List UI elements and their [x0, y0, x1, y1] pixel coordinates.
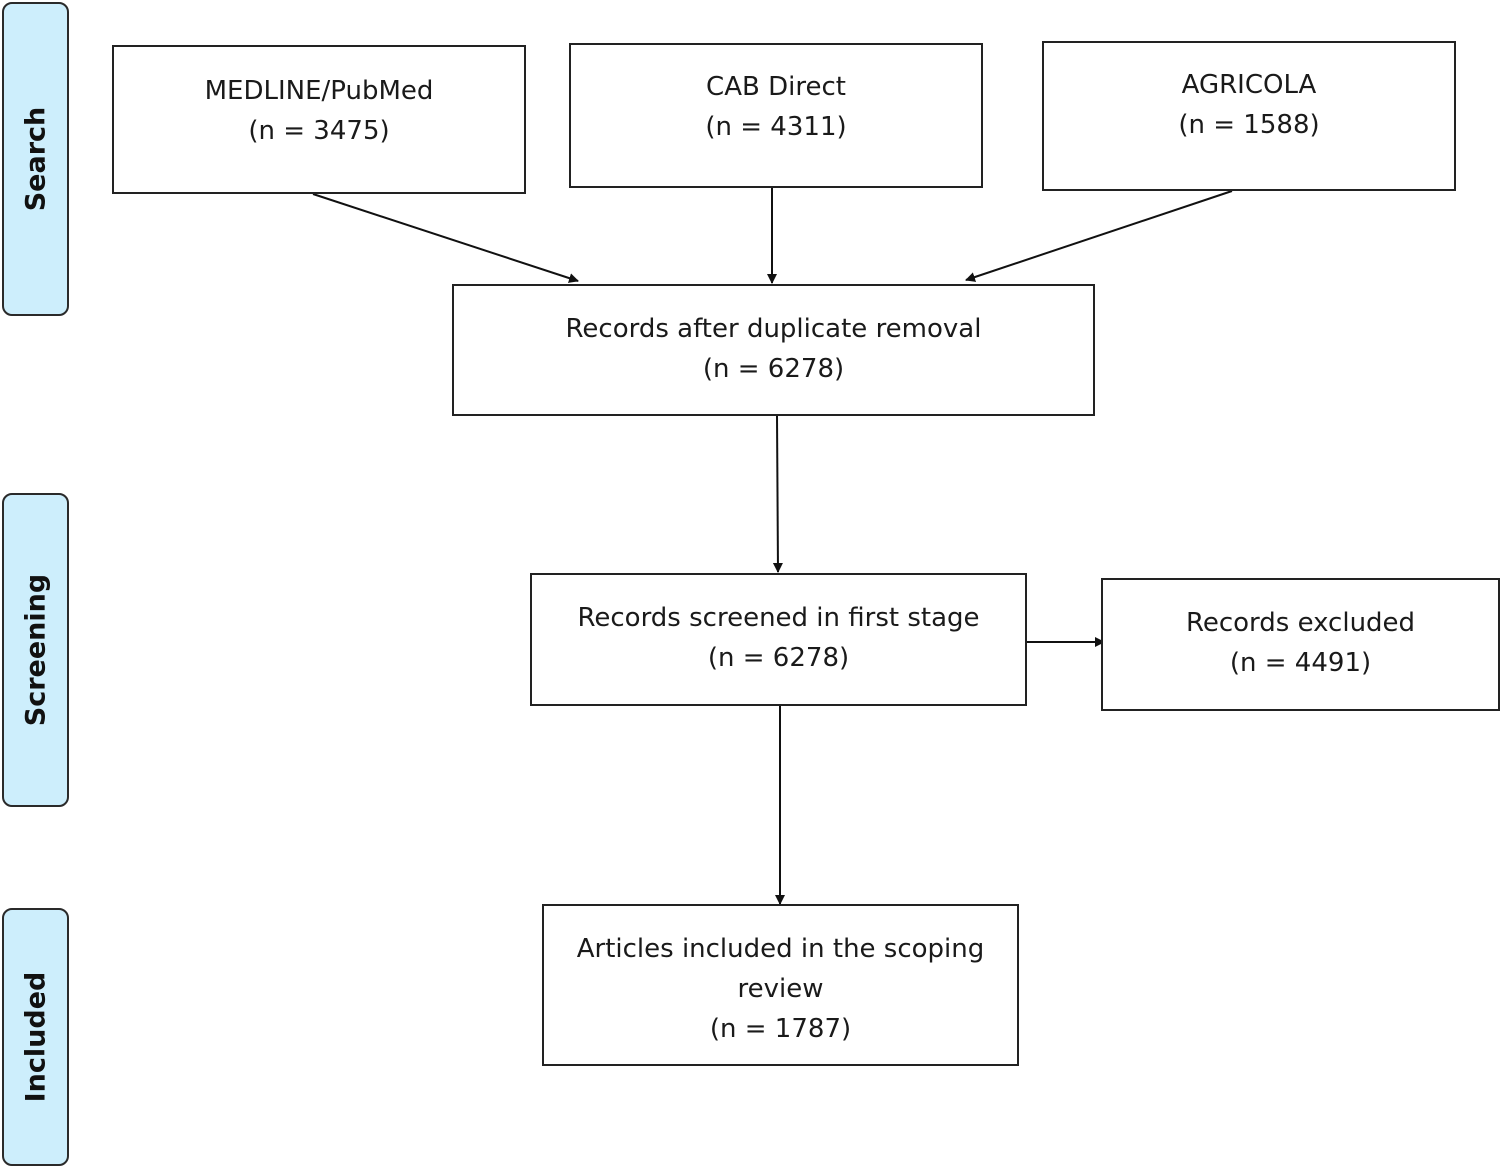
box-included: Articles included in the scoping review …: [542, 904, 1019, 1066]
phase-included: Included: [2, 908, 69, 1166]
box-cab-direct: CAB Direct (n = 4311): [569, 43, 983, 188]
phase-screening: Screening: [2, 493, 69, 807]
box-cab-direct-title: CAB Direct: [706, 72, 846, 102]
arrow-dedup-to-screened: [772, 415, 783, 573]
box-excluded-title: Records excluded: [1185, 608, 1416, 638]
box-agricola: AGRICOLA (n = 1588): [1042, 41, 1456, 191]
box-screened-count: (n = 6278): [707, 643, 850, 673]
box-dedup-title: Records after duplicate removal: [565, 314, 982, 344]
box-included-line2: review: [737, 974, 824, 1004]
box-medline-count: (n = 3475): [248, 116, 390, 146]
arrow-medline-to-dedup: [312, 193, 579, 283]
box-excluded-count: (n = 4491): [1229, 648, 1372, 678]
box-included-count: (n = 1787): [709, 1014, 852, 1044]
box-medline: MEDLINE/PubMed (n = 3475): [112, 45, 526, 194]
box-screened-title: Records screened in first stage: [577, 603, 980, 633]
box-agricola-title: AGRICOLA: [1181, 70, 1317, 100]
box-agricola-count: (n = 1588): [1178, 110, 1320, 140]
phase-search: Search: [2, 2, 69, 316]
box-screened: Records screened in first stage (n = 627…: [530, 573, 1027, 706]
box-dedup-count: (n = 6278): [702, 354, 845, 384]
box-medline-title: MEDLINE/PubMed: [204, 76, 434, 106]
box-dedup: Records after duplicate removal (n = 627…: [452, 284, 1095, 416]
arrow-agricola-to-dedup: [965, 190, 1233, 282]
box-excluded: Records excluded (n = 4491): [1101, 578, 1500, 711]
box-cab-direct-count: (n = 4311): [705, 112, 847, 142]
box-included-line1: Articles included in the scoping: [576, 934, 985, 964]
